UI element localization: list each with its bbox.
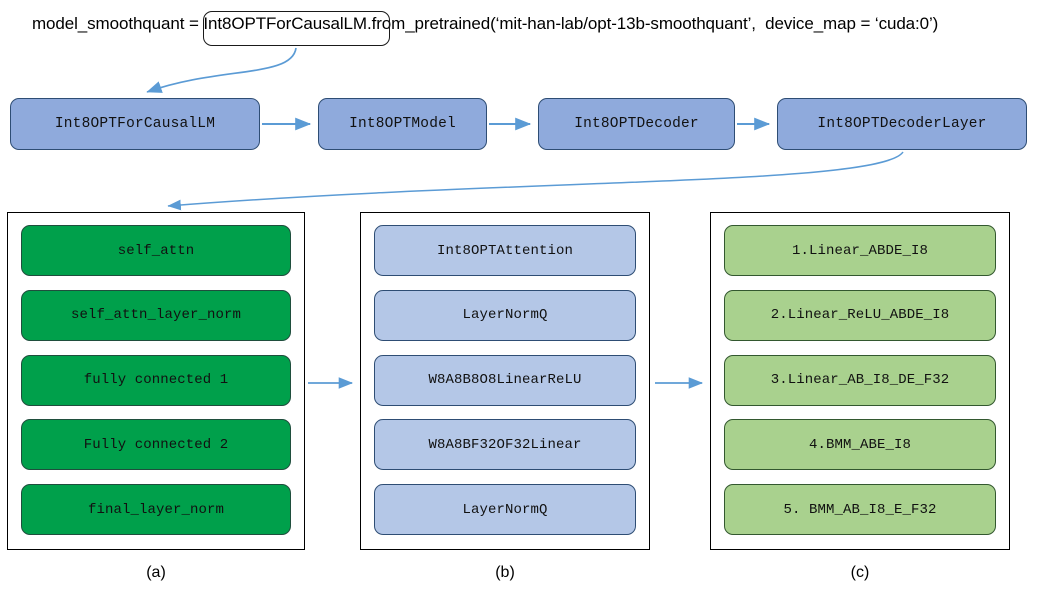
pipeline-node-label: Int8OPTDecoderLayer <box>817 116 987 132</box>
pipeline-node-int8optdecoderlayer[interactable]: Int8OPTDecoderLayer <box>777 98 1027 150</box>
arrow-decoderlayer-to-panel-a <box>167 151 904 211</box>
panel-c-cell-bmm-abe-i8[interactable]: 4.BMM_ABE_I8 <box>724 419 996 471</box>
cell-label: self_attn_layer_norm <box>70 307 242 324</box>
arrow-call-to-forcausallm <box>146 47 297 93</box>
code-highlighted-call: Int8OPTForCausalLM.f <box>203 14 377 33</box>
panel-c-cell-bmm-ab-i8-e-f32[interactable]: 5. BMM_AB_I8_E_F32 <box>724 484 996 535</box>
cell-label: LayerNormQ <box>462 307 548 324</box>
cell-label: 2.Linear_ReLU_ABDE_I8 <box>770 307 950 324</box>
code-highlight-box <box>203 11 390 46</box>
cell-label: W8A8BF32OF32Linear <box>428 436 582 453</box>
caption-a: (a) <box>146 564 166 581</box>
cell-label: 3.Linear_AB_I8_DE_F32 <box>770 372 950 388</box>
pipeline-node-int8optdecoder[interactable]: Int8OPTDecoder <box>538 98 735 150</box>
cell-label: self_attn <box>117 242 195 259</box>
panel-c-cell-linear-relu-abde-i8[interactable]: 2.Linear_ReLU_ABDE_I8 <box>724 289 996 341</box>
panel-b: Int8OPTAttention LayerNormQ W8A8B8O8Line… <box>360 212 650 550</box>
code-suffix: rom_pretrained(‘mit-han-lab/opt-13b-smoo… <box>376 14 939 33</box>
panel-a-cell-fully-connected-1[interactable]: fully connected 1 <box>21 354 291 406</box>
panel-a-cell-final-layer-norm[interactable]: final_layer_norm <box>21 484 291 535</box>
panel-a-cell-self-attn-layer-norm[interactable]: self_attn_layer_norm <box>21 289 291 341</box>
pipeline-node-label: Int8OPTModel <box>349 116 456 132</box>
panel-b-cell-int8optattention[interactable]: Int8OPTAttention <box>374 225 636 276</box>
pipeline-node-label: Int8OPTDecoder <box>574 116 699 132</box>
code-line: model_smoothquant = Int8OPTForCausalLM.f… <box>32 14 938 34</box>
pipeline-node-int8optforcausallm[interactable]: Int8OPTForCausalLM <box>10 98 260 150</box>
caption-b: (b) <box>495 564 515 581</box>
pipeline-node-int8optmodel[interactable]: Int8OPTModel <box>318 98 487 150</box>
panel-c: 1.Linear_ABDE_I8 2.Linear_ReLU_ABDE_I8 3… <box>710 212 1010 550</box>
cell-label: W8A8B8O8LinearReLU <box>428 372 582 388</box>
panel-a-cell-self-attn[interactable]: self_attn <box>21 225 291 276</box>
code-prefix: model_smoothquant = <box>32 14 204 33</box>
panel-a: self_attn self_attn_layer_norm fully con… <box>7 212 305 550</box>
pipeline-node-label: Int8OPTForCausalLM <box>54 116 216 132</box>
cell-label: 1.Linear_ABDE_I8 <box>791 242 929 259</box>
cell-label: Fully connected 2 <box>83 436 229 453</box>
panel-b-cell-layernormq-2[interactable]: LayerNormQ <box>374 484 636 535</box>
panel-c-cell-linear-ab-i8-de-f32[interactable]: 3.Linear_AB_I8_DE_F32 <box>724 354 996 406</box>
panel-b-cell-w8a8b8o8linearrelu[interactable]: W8A8B8O8LinearReLU <box>374 354 636 406</box>
panel-c-cells: 1.Linear_ABDE_I8 2.Linear_ReLU_ABDE_I8 3… <box>724 225 996 535</box>
panel-b-cells: Int8OPTAttention LayerNormQ W8A8B8O8Line… <box>374 225 636 535</box>
cell-label: LayerNormQ <box>462 501 548 518</box>
panel-b-cell-layernormq-1[interactable]: LayerNormQ <box>374 289 636 341</box>
cell-label: final_layer_norm <box>87 501 225 518</box>
panel-a-cell-fully-connected-2[interactable]: Fully connected 2 <box>21 419 291 471</box>
cell-label: 5. BMM_AB_I8_E_F32 <box>783 501 937 518</box>
panel-c-cell-linear-abde-i8[interactable]: 1.Linear_ABDE_I8 <box>724 225 996 276</box>
cell-label: fully connected 1 <box>83 372 229 388</box>
panel-a-cells: self_attn self_attn_layer_norm fully con… <box>21 225 291 535</box>
cell-label: 4.BMM_ABE_I8 <box>808 436 912 453</box>
panel-b-cell-w8a8bf32of32linear[interactable]: W8A8BF32OF32Linear <box>374 419 636 471</box>
cell-label: Int8OPTAttention <box>436 242 574 259</box>
caption-c: (c) <box>850 564 870 581</box>
